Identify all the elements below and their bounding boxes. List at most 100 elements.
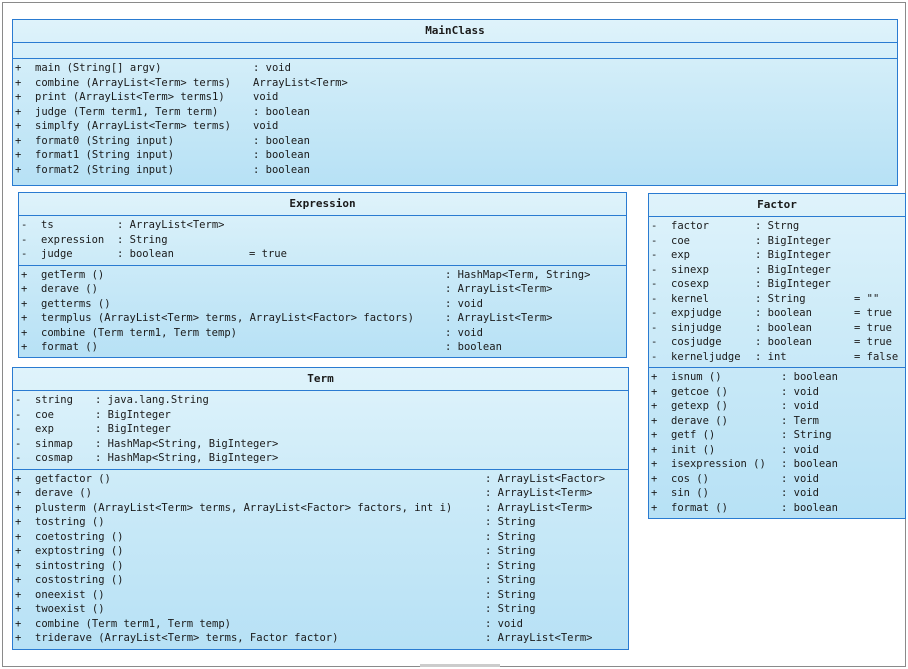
member-name: format () [41, 341, 98, 353]
member-type: : void [781, 400, 819, 412]
member-name: isnum () [671, 371, 722, 383]
member-name: oneexist () [35, 588, 105, 601]
method-row: +combine (Term term1, Term temp): void [15, 617, 628, 632]
member-vis: - [651, 263, 658, 276]
member-name: getf () [671, 429, 716, 441]
method-row: +termplus (ArrayList<Term> terms, ArrayL… [21, 311, 626, 326]
member-name: getfactor () [35, 472, 111, 485]
method-row: +format1 (String input): boolean [15, 148, 897, 163]
member-vis: + [21, 297, 28, 310]
member-name: getTerm () [41, 268, 105, 281]
member-type: : void [253, 62, 291, 74]
attributes-section: -string: java.lang.String-coe: BigIntege… [13, 391, 628, 470]
member-vis: + [21, 283, 28, 295]
member-type: : boolean [755, 307, 812, 319]
member-vis: + [15, 120, 22, 132]
attribute-row: -kernel: String= "" [651, 292, 905, 307]
attribute-row: -factor: Strng [651, 219, 905, 234]
member-vis: + [651, 414, 658, 427]
method-row: +main (String[] argv): void [15, 61, 897, 76]
member-vis: - [15, 423, 22, 435]
member-name: plusterm (ArrayList<Term> terms, ArrayLi… [35, 501, 453, 514]
scrollbar-thumb[interactable] [420, 664, 500, 667]
member-type: : String [781, 429, 832, 441]
attribute-row: -coe: BigInteger [651, 234, 905, 249]
factor-box[interactable]: Factor -factor: Strng-coe: BigInteger-ex… [648, 193, 906, 519]
member-init: = false [854, 350, 899, 363]
member-type: : ArrayList<Term> [445, 283, 553, 295]
class-title: Expression [19, 193, 626, 216]
member-init: = "" [854, 292, 880, 305]
attribute-row: -kerneljudge: int= false [651, 350, 905, 365]
member-type: : ArrayList<Factor> [485, 472, 606, 485]
member-vis: + [651, 443, 658, 456]
member-init: = true [249, 248, 287, 260]
attribute-row: -expjudge: boolean= true [651, 306, 905, 321]
method-row: +derave (): ArrayList<Term> [15, 486, 628, 501]
member-type: : boolean [253, 134, 310, 147]
member-type: : Term [781, 414, 819, 427]
term-box[interactable]: Term -string: java.lang.String-coe: BigI… [12, 367, 629, 650]
member-vis: + [15, 501, 22, 514]
method-row: +format2 (String input): boolean [15, 163, 897, 178]
member-name: format1 (String input) [35, 149, 175, 161]
member-vis: + [651, 429, 658, 441]
member-name: judge (Term term1, Term term) [35, 105, 219, 118]
method-row: +getfactor (): ArrayList<Factor> [15, 472, 628, 487]
member-type: : void [445, 297, 483, 310]
member-name: combine (Term term1, Term temp) [41, 326, 237, 339]
member-type: : BigInteger [755, 249, 831, 261]
member-name: init () [671, 443, 716, 456]
method-row: +judge (Term term1, Term term): boolean [15, 105, 897, 120]
member-name: main (String[] argv) [35, 62, 162, 74]
mainclass-box[interactable]: MainClass +main (String[] argv): void+co… [12, 19, 898, 186]
member-type: : boolean [755, 336, 812, 348]
member-name: sinexp [671, 263, 709, 276]
member-name: exp [671, 249, 690, 261]
attribute-row: -cosmap: HashMap<String, BigInteger> [15, 451, 628, 466]
method-row: +getexp (): void [651, 399, 905, 414]
member-type: : ArrayList<Term> [117, 219, 225, 231]
class-title: MainClass [13, 20, 897, 43]
method-row: +format0 (String input): boolean [15, 134, 897, 149]
member-name: expjudge [671, 307, 722, 319]
class-title: Term [13, 368, 628, 391]
methods-section: +main (String[] argv): void+combine (Arr… [13, 59, 897, 180]
attributes-section: -ts: ArrayList<Term>-expression: String-… [19, 216, 626, 266]
method-row: +print (ArrayList<Term> terms1)void [15, 90, 897, 105]
method-row: +tostring (): String [15, 515, 628, 530]
member-type: : boolean [781, 371, 838, 383]
member-vis: + [15, 105, 22, 118]
member-vis: + [15, 632, 22, 644]
method-row: +isnum (): boolean [651, 370, 905, 385]
member-vis: - [15, 452, 22, 464]
member-vis: + [15, 545, 22, 557]
member-type: : boolean [755, 321, 812, 334]
member-type: : void [781, 443, 819, 456]
attribute-row: -expression: String [21, 233, 626, 248]
member-type: : HashMap<Term, String> [445, 268, 591, 281]
member-type: : void [781, 487, 819, 499]
member-type: : HashMap<String, BigInteger> [95, 437, 279, 450]
member-name: print (ArrayList<Term> terms1) [35, 91, 225, 103]
class-title: Factor [649, 194, 905, 217]
member-name: cos () [671, 472, 709, 485]
member-name: coe [35, 408, 54, 421]
member-type: : void [781, 385, 819, 398]
member-type: : ArrayList<Term> [485, 632, 593, 644]
member-vis: + [15, 91, 22, 103]
attribute-row: -exp: BigInteger [15, 422, 628, 437]
attribute-row: -sinjudge: boolean= true [651, 321, 905, 336]
member-type: : void [781, 472, 819, 485]
member-vis: - [651, 336, 658, 348]
method-row: +exptostring (): String [15, 544, 628, 559]
member-name: termplus (ArrayList<Term> terms, ArrayLi… [41, 312, 414, 324]
member-init: = true [854, 321, 892, 334]
member-type: : boolean [445, 341, 502, 353]
expression-box[interactable]: Expression -ts: ArrayList<Term>-expressi… [18, 192, 627, 358]
member-vis: - [651, 278, 658, 290]
member-type: : String [485, 545, 536, 557]
member-name: derave () [41, 283, 98, 295]
member-name: coetostring () [35, 530, 124, 543]
member-vis: - [651, 234, 658, 247]
